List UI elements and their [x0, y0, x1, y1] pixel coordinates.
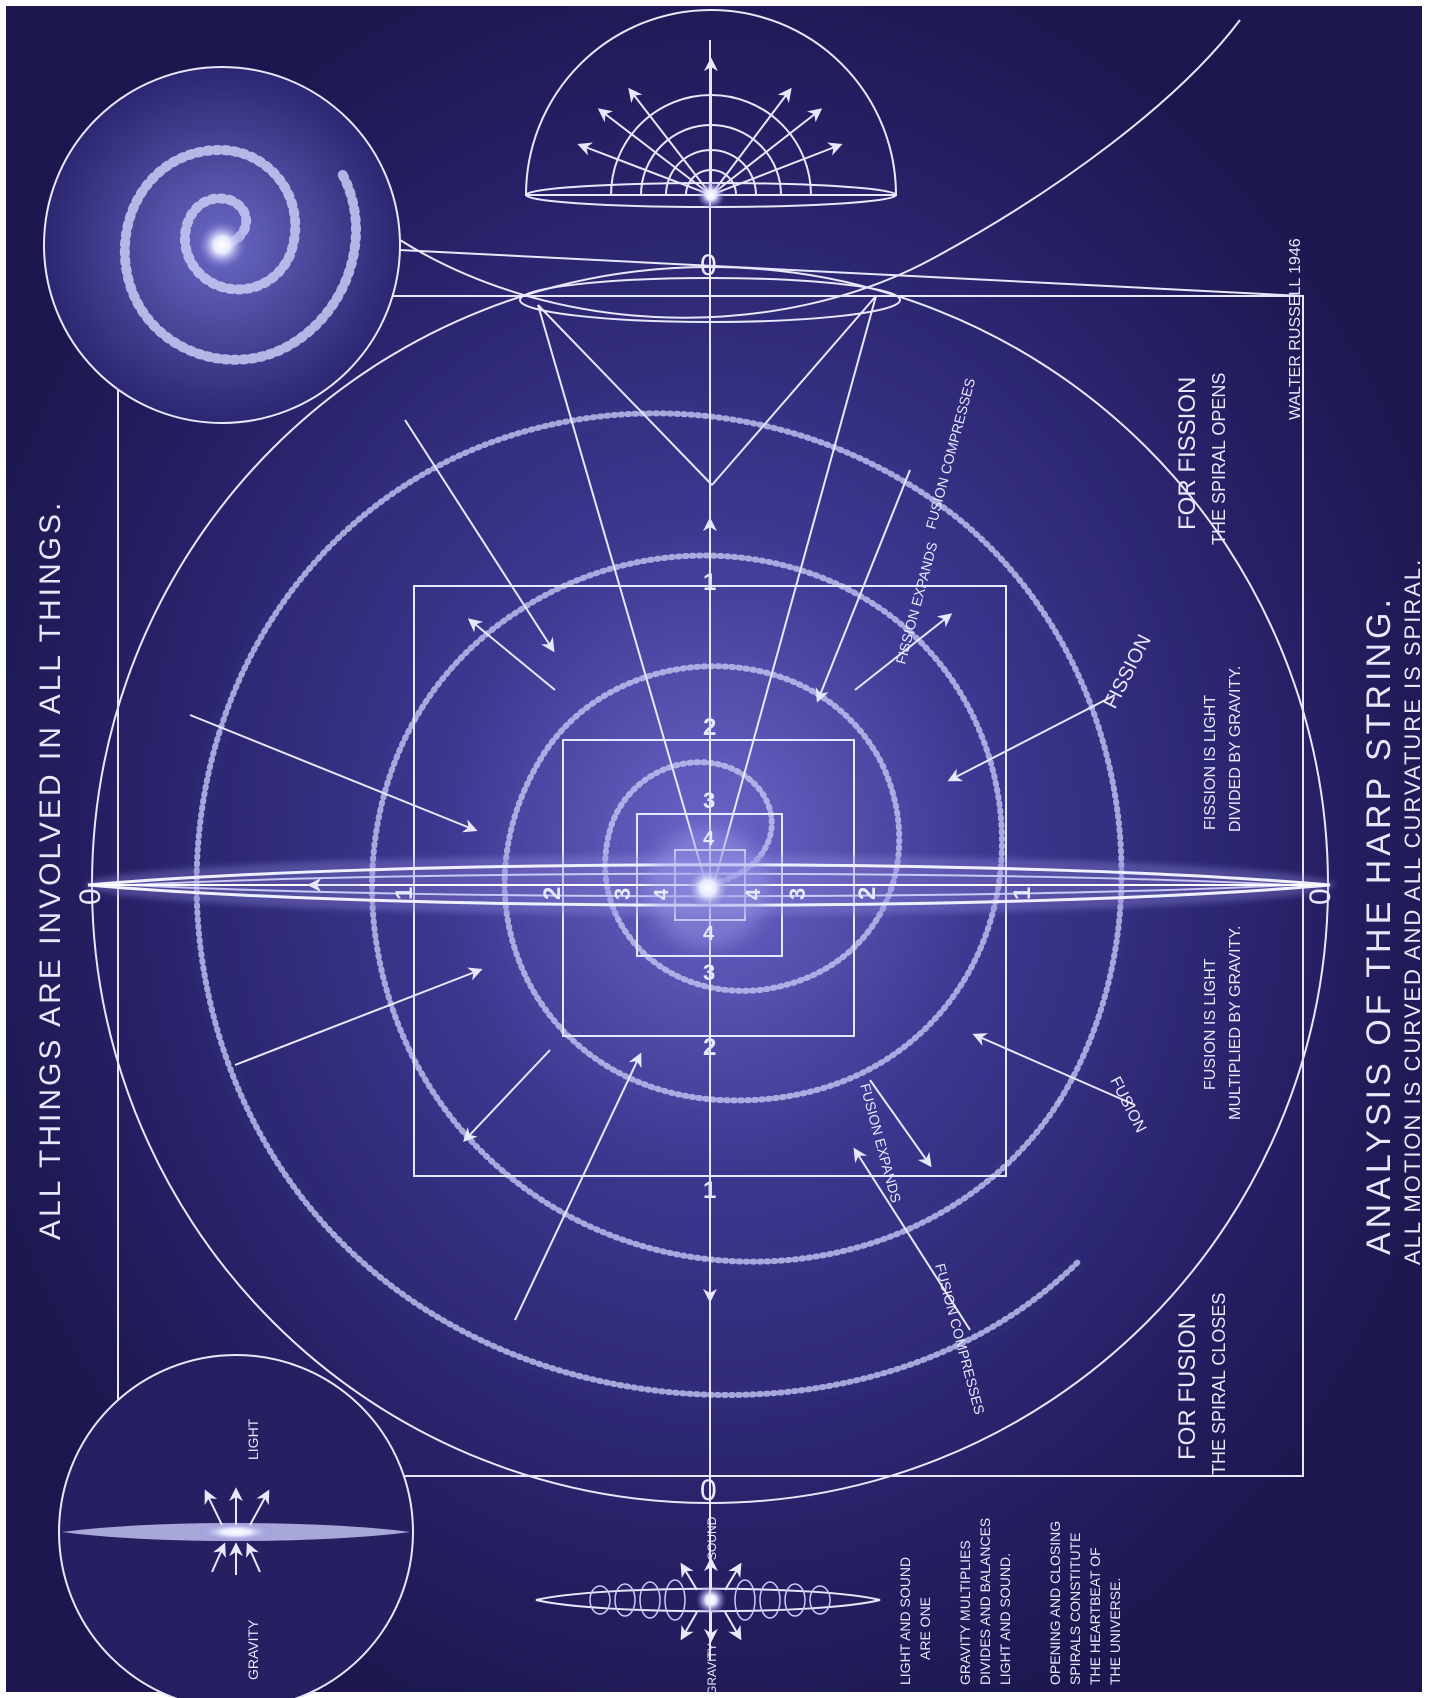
galaxy-inset: [43, 66, 1304, 424]
bottom-left-inset: [58, 1354, 414, 1698]
note-2-line-3: LIGHT AND SOUND.: [997, 1553, 1013, 1685]
axis-num-left-4: 4: [651, 888, 673, 900]
axis-num-right-3: 3: [785, 888, 810, 900]
subtitle-text: ALL MOTION IS CURVED AND ALL CURVATURE I…: [1400, 558, 1425, 1265]
zero-bottom: 0: [700, 1474, 717, 1507]
top-inset: [524, 9, 898, 208]
note-2-line-2: DIVIDES AND BALANCES: [977, 1518, 993, 1685]
sound-lens: [535, 1557, 881, 1643]
zero-left: 0: [74, 888, 107, 905]
axis-num-left-1: 1: [391, 887, 418, 900]
note-1-line-2: ARE ONE: [917, 1597, 933, 1660]
signature-text: WALTER RUSSELL 1946: [1287, 238, 1304, 420]
fission-note-2: DIVIDED BY GRAVITY.: [1227, 666, 1244, 832]
fusion-note-1: FUSION IS LIGHT: [1202, 958, 1219, 1090]
note-1-line-1: LIGHT AND SOUND: [897, 1557, 913, 1685]
arrow-in-6: [947, 694, 1116, 782]
axis-num-bottom-3: 3: [703, 960, 715, 985]
arrow-in-5: [815, 469, 911, 703]
inset-gravity-label: GRAVITY: [245, 1619, 261, 1680]
zero-top: 0: [700, 249, 717, 282]
for-fission-title: FOR FISSION: [1174, 377, 1201, 530]
note-3-line-3: THE HEARTBEAT OF: [1087, 1547, 1103, 1685]
axis-num-top-2: 2: [703, 714, 716, 741]
arrow-in-7: [972, 1033, 1136, 1106]
axis-num-right-4: 4: [743, 888, 765, 900]
core-sun: [686, 866, 730, 910]
fission-note-1: FISSION IS LIGHT: [1202, 695, 1219, 830]
convergence-lines: [537, 295, 877, 881]
arrow-in-3: [514, 1052, 642, 1321]
arrow-in-2: [234, 967, 483, 1066]
upper-lens: [519, 277, 901, 323]
axis-num-bottom-2: 2: [703, 1034, 716, 1061]
sweeping-arc: [399, 19, 1241, 319]
zero-right: 0: [1304, 888, 1337, 905]
sound-label: SOUND: [705, 1516, 719, 1560]
arrow-out-2: [463, 1049, 551, 1143]
axis-num-left-2: 2: [539, 887, 566, 900]
axis-num-bottom-1: 1: [703, 1177, 716, 1204]
note-3-line-1: OPENING AND CLOSING: [1047, 1521, 1063, 1685]
force-arrows: [189, 419, 1136, 1331]
note-3-line-4: THE UNIVERSE.: [1107, 1578, 1123, 1685]
note-2-line-1: GRAVITY MULTIPLIES: [957, 1540, 973, 1685]
arrow-out-1: [467, 618, 556, 691]
for-fusion-title: FOR FUSION: [1174, 1312, 1201, 1460]
axis-num-top-3: 3: [703, 788, 715, 813]
axis-num-top-4: 4: [703, 828, 715, 850]
for-fission-sub: THE SPIRAL OPENS: [1209, 373, 1229, 545]
axis-num-right-1: 1: [1009, 887, 1036, 900]
arrow-in-1: [189, 714, 478, 833]
arrow-out-3: [854, 613, 953, 691]
inset-light-label: LIGHT: [245, 1418, 261, 1460]
note-3-line-2: SPIRALS CONSTITUTE: [1067, 1533, 1083, 1685]
for-fusion-sub: THE SPIRAL CLOSES: [1209, 1293, 1229, 1475]
arrow-in-8: [853, 1147, 971, 1331]
arrow-out-4: [869, 1079, 932, 1168]
axis-num-left-3: 3: [610, 888, 635, 900]
axis-num-bottom-4: 4: [703, 923, 715, 945]
title-text: ANALYSIS OF THE HARP STRING.: [1360, 595, 1398, 1255]
axis-num-right-2: 2: [854, 887, 881, 900]
top-inset-sun: [697, 181, 725, 209]
sound-gravity-label: GRAVITY: [705, 1643, 719, 1695]
axis-num-top-1: 1: [703, 569, 716, 596]
arrow-in-4: [404, 419, 555, 653]
heading-text: ALL THINGS ARE INVOLVED IN ALL THINGS.: [34, 500, 67, 1240]
fusion-note-2: MULTIPLIED BY GRAVITY.: [1227, 926, 1244, 1120]
